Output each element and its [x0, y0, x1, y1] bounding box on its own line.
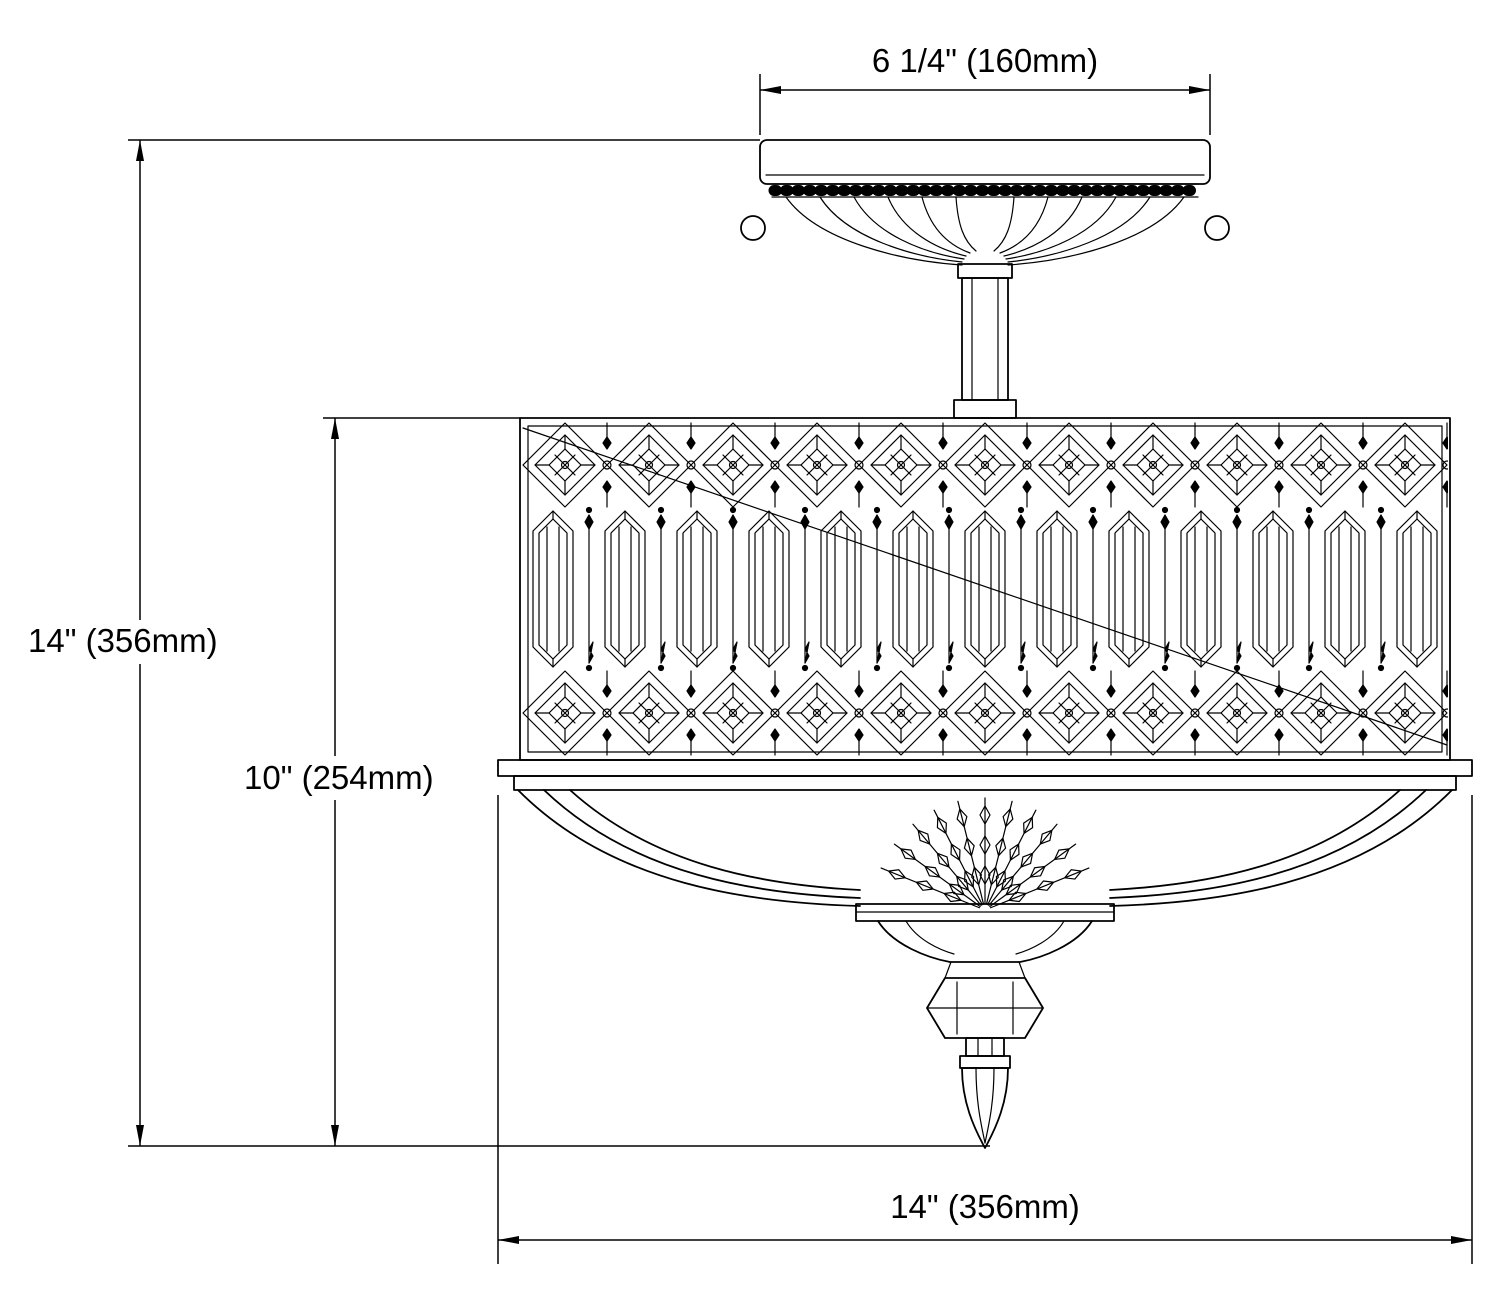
spike-finial — [959, 1037, 1011, 1149]
stem — [953, 263, 1017, 419]
canopy-width-label: 6 1/4" (160mm) — [872, 42, 1098, 79]
overall-width-label: 14" (356mm) — [890, 1188, 1080, 1225]
ribbed-funnel — [785, 196, 1185, 266]
dimension-shade-height: 10" (254mm) — [238, 417, 520, 1146]
bowl — [517, 789, 1453, 913]
dimension-canopy-width: 6 1/4" (160mm) — [759, 42, 1211, 135]
overall-height-label: 14" (356mm) — [28, 622, 218, 659]
bottom-plate — [497, 759, 1473, 791]
dimension-overall-height: 14" (356mm) — [24, 139, 990, 1147]
ceiling-canopy — [759, 139, 1211, 198]
canopy-side-balls — [740, 215, 1230, 241]
crystal-ball-finial — [926, 961, 1044, 1039]
shade-height-label: 10" (254mm) — [244, 759, 434, 796]
crystal-prism-band — [532, 506, 1438, 672]
crystal-diamond-band-top — [522, 422, 1448, 508]
pedestal — [855, 903, 1115, 963]
crystal-sprays — [878, 797, 1092, 913]
drum-shade — [519, 417, 1451, 761]
reflection-line — [522, 427, 1448, 746]
crystal-diamond-band-bottom — [522, 670, 1448, 756]
dimension-overall-width: 14" (356mm) — [497, 795, 1473, 1264]
